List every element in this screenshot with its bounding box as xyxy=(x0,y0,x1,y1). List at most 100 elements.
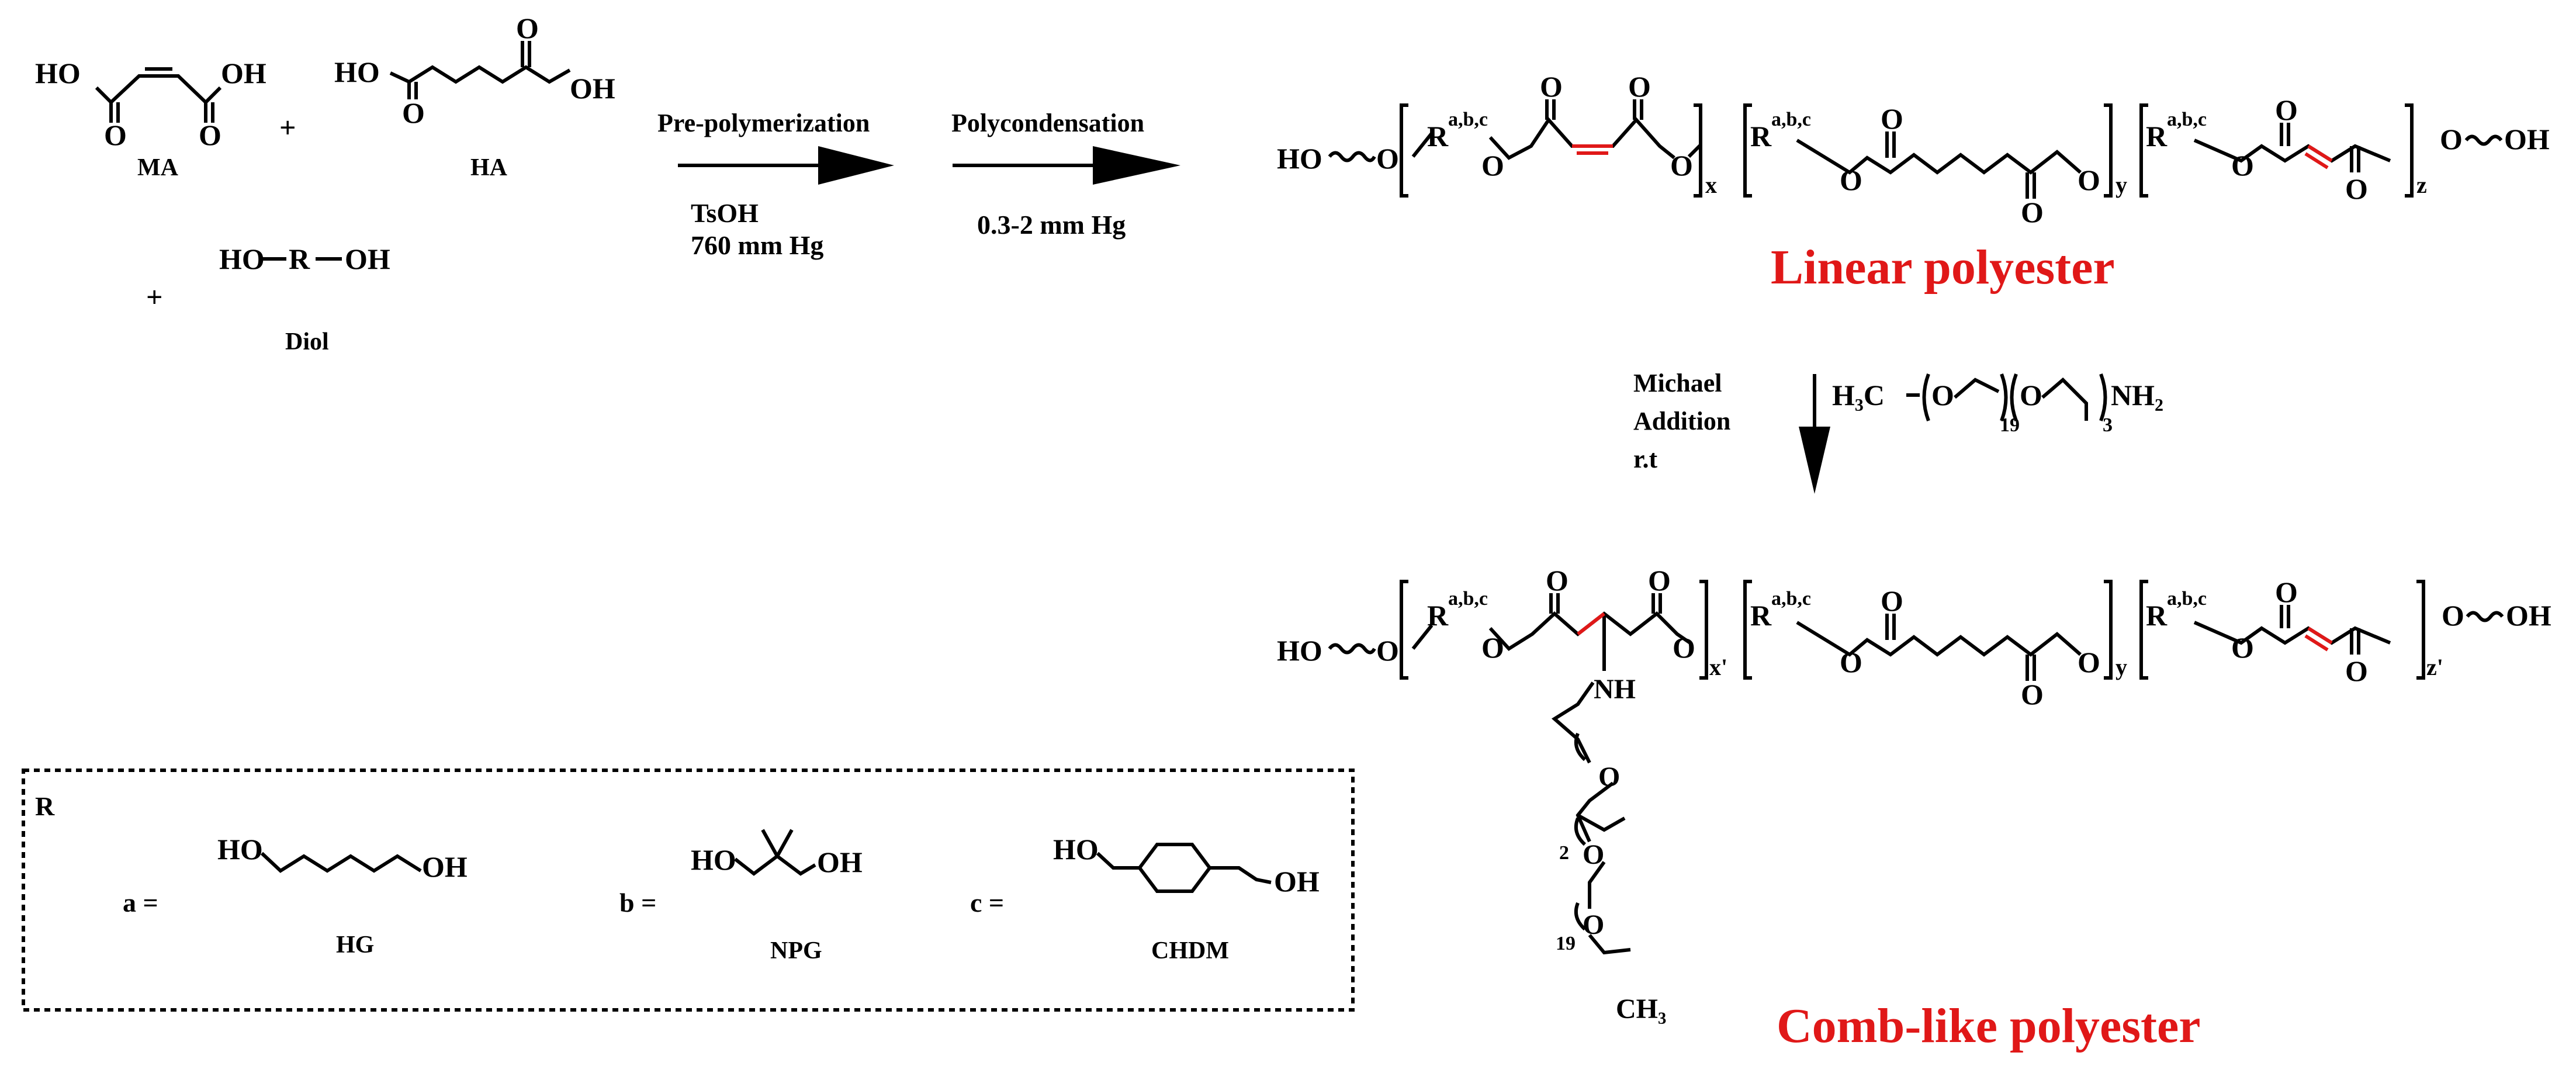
r-a-label: a = xyxy=(123,888,158,918)
diol-ho-label: HO xyxy=(219,243,265,275)
ma-oh-label: OH xyxy=(221,57,266,89)
michael-label-1: Michael xyxy=(1633,369,1722,397)
hg-oh: OH xyxy=(422,850,468,883)
r-definition-box xyxy=(22,769,1355,1012)
linear-o-6: O xyxy=(1840,164,1862,196)
hg-ho: HO xyxy=(217,833,263,866)
comb-polyester-title: Comb-like polyester xyxy=(1777,999,2201,1053)
comb-o-12: O xyxy=(2345,655,2368,687)
npg-label: NPG xyxy=(770,937,822,964)
comb-x-sub: x' xyxy=(1709,654,1727,680)
amine-n19: 19 xyxy=(2000,414,2020,436)
comb-oh-end: OH xyxy=(2506,599,2551,632)
linear-x-sub: x xyxy=(1705,172,1717,198)
linear-o-4: O xyxy=(1628,70,1651,103)
chdm-molecule xyxy=(1096,843,1272,893)
amine-n3: 3 xyxy=(2103,414,2113,436)
comb-side-o-3: O xyxy=(1583,909,1604,940)
chdm-oh: OH xyxy=(1274,865,1320,898)
comb-o-1: O xyxy=(1376,634,1399,667)
comb-r-3: R xyxy=(2146,599,2168,632)
ha-o1-label: O xyxy=(402,96,425,129)
comb-o-13: O xyxy=(2442,599,2464,632)
comb-o-8: O xyxy=(2021,678,2044,711)
comb-nh: NH xyxy=(1594,674,1636,705)
amine-nh2: NH₂ xyxy=(2111,379,2163,411)
linear-o-10: O xyxy=(2231,149,2254,182)
comb-o-7: O xyxy=(1881,584,1903,617)
linear-r-3-sup: a,b,c xyxy=(2167,109,2207,130)
hg-molecule xyxy=(260,851,422,873)
comb-r-2: R xyxy=(1750,599,1772,632)
r-c-label: c = xyxy=(970,888,1004,918)
step1-label: Pre-polymerization xyxy=(657,109,870,137)
amine-o-1: O xyxy=(1931,379,1954,411)
michael-label-2: Addition xyxy=(1633,407,1730,435)
comb-side-n19: 19 xyxy=(1556,933,1576,954)
chdm-ho: HO xyxy=(1053,833,1099,866)
linear-o-9: O xyxy=(2078,164,2100,196)
ma-molecule xyxy=(95,67,222,123)
npg-ho: HO xyxy=(691,843,736,876)
comb-side-o-2: O xyxy=(1583,839,1604,870)
ma-o1-label: O xyxy=(104,119,127,151)
amine-o-2: O xyxy=(2020,379,2042,411)
linear-oh-end: OH xyxy=(2504,123,2550,155)
step1-cond-pressure: 760 mm Hg xyxy=(691,230,823,260)
ha-molecule xyxy=(389,41,571,99)
linear-z-sub: z xyxy=(2416,172,2427,198)
comb-r-1: R xyxy=(1427,599,1449,632)
step2-cond-pressure: 0.3-2 mm Hg xyxy=(977,210,1126,240)
comb-r-2-sup: a,b,c xyxy=(1771,588,1811,610)
comb-o-9: O xyxy=(2078,646,2100,679)
amine-reagent-structure xyxy=(1906,373,2107,422)
linear-r-3: R xyxy=(2146,120,2168,153)
linear-o-1: O xyxy=(1376,142,1399,175)
ma-ho-label: HO xyxy=(35,57,81,89)
linear-y-sub: y xyxy=(2115,172,2127,198)
r-b-label: b = xyxy=(619,888,656,918)
linear-o-8: O xyxy=(2021,196,2044,229)
linear-o-11: O xyxy=(2275,94,2298,126)
comb-side-ch3: CH₃ xyxy=(1616,994,1666,1024)
linear-red-alkenes xyxy=(1572,144,2333,169)
comb-y-sub: y xyxy=(2115,654,2127,680)
comb-side-o-1: O xyxy=(1598,761,1620,792)
linear-o-5: O xyxy=(1670,149,1693,182)
comb-red-bonds xyxy=(1577,612,2333,652)
plus-sign-2: + xyxy=(146,281,163,313)
comb-polyester-structure xyxy=(1328,580,2504,955)
linear-o-3: O xyxy=(1540,70,1563,103)
comb-r-3-sup: a,b,c xyxy=(2167,588,2207,610)
amine-h3c: H₃C xyxy=(1832,379,1885,411)
comb-o-11: O xyxy=(2275,576,2298,608)
reaction-arrow-2 xyxy=(953,146,1180,185)
comb-o-10: O xyxy=(2231,631,2254,664)
comb-o-6: O xyxy=(1840,646,1862,679)
ha-oh-label: OH xyxy=(570,72,615,105)
step1-cond-tsoh: TsOH xyxy=(691,198,759,228)
comb-z-sub: z' xyxy=(2426,654,2443,680)
linear-r-1: R xyxy=(1427,120,1449,153)
reaction-arrow-1 xyxy=(678,146,894,185)
linear-o-13: O xyxy=(2440,123,2463,155)
linear-o-12: O xyxy=(2345,172,2368,205)
comb-side-n2: 2 xyxy=(1559,842,1569,864)
ha-ho-label: HO xyxy=(334,56,380,88)
comb-o-3: O xyxy=(1546,564,1569,597)
linear-r-2-sup: a,b,c xyxy=(1771,109,1811,130)
linear-o-2: O xyxy=(1481,149,1504,182)
step2-label: Polycondensation xyxy=(951,109,1144,137)
linear-polyester-title: Linear polyester xyxy=(1771,240,2115,295)
comb-o-4: O xyxy=(1648,564,1671,597)
r-box-header: R xyxy=(35,791,55,821)
ha-label: HA xyxy=(470,154,508,181)
comb-r-1-sup: a,b,c xyxy=(1448,588,1488,610)
comb-ho-end: HO xyxy=(1277,634,1322,667)
ma-o2-label: O xyxy=(199,119,221,151)
michael-label-3: r.t xyxy=(1633,445,1657,473)
ma-label: MA xyxy=(137,154,179,181)
reaction-arrow-down xyxy=(1799,374,1830,494)
npg-molecule xyxy=(734,829,816,876)
